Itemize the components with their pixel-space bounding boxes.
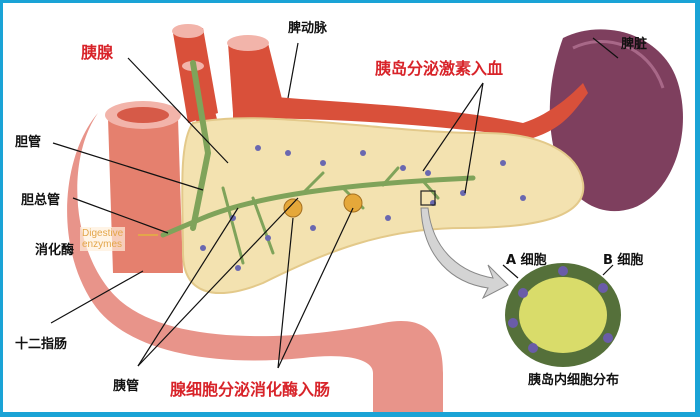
islet-cell-cluster (505, 263, 621, 367)
acinar-clusters (283, 193, 363, 218)
label-digestive-enzymes: 消化酶 (35, 243, 75, 258)
islets-of-langerhans (200, 145, 526, 271)
label-common-bile-duct: 胆总管 (21, 193, 61, 208)
label-spleen: 脾脏 (621, 37, 648, 52)
label-splenic-artery: 脾动脉 (288, 21, 328, 36)
label-pancreas: 胰腺 (81, 43, 114, 62)
label-b-cell: B 细胞 (603, 253, 644, 268)
islet-highlight-box (420, 190, 436, 206)
zoom-arrow (420, 207, 509, 300)
label-acinar-secretion: 腺细胞分泌消化酶入肠 (170, 380, 331, 399)
pancreas-body (181, 117, 585, 294)
label-islet-hormone: 胰岛分泌激素入血 (375, 59, 504, 78)
en-line-1: Digestive (82, 228, 124, 239)
en-line-2: enzymes (82, 239, 123, 250)
label-a-cell: A 细胞 (506, 253, 547, 268)
label-pancreatic-duct: 胰管 (113, 379, 140, 394)
label-duodenum: 十二指肠 (15, 337, 68, 352)
pancreas-anatomy-illustration (50, 24, 683, 412)
label-bile-duct: 胆管 (15, 135, 42, 150)
label-islet-distribution: 胰岛内细胞分布 (528, 373, 620, 388)
leader-lines (50, 37, 619, 369)
spleen-shape (549, 29, 683, 212)
